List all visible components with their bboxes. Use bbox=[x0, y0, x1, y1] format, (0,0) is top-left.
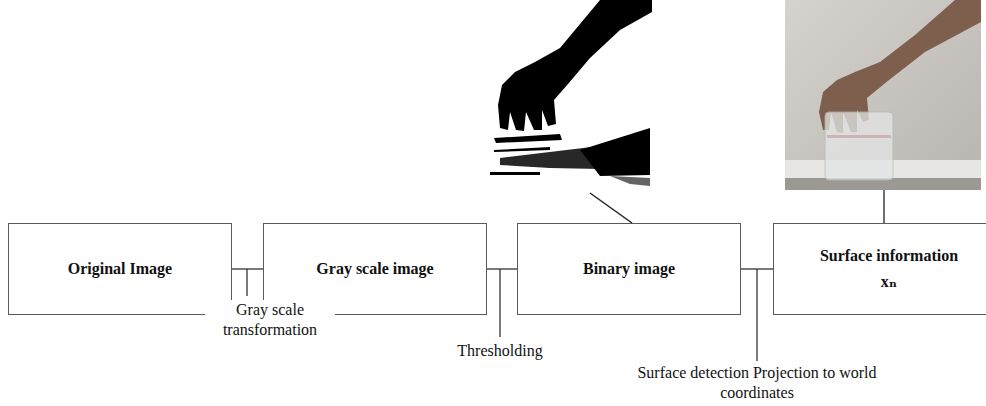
connector-line bbox=[741, 268, 773, 269]
process-box: Surface informationxₙ bbox=[773, 223, 986, 315]
box-text: Original Image bbox=[68, 256, 172, 282]
leader-tick bbox=[499, 269, 500, 337]
box-text: Surface information bbox=[820, 243, 958, 269]
box-text: Binary image bbox=[583, 256, 675, 282]
step-label: Gray scale transformation bbox=[205, 300, 335, 340]
leader-tick bbox=[756, 269, 757, 361]
box-text: Gray scale image bbox=[316, 256, 433, 282]
process-box: Binary image bbox=[517, 223, 741, 315]
binary-image-illustration bbox=[490, 0, 652, 192]
step-label: Thresholding bbox=[435, 341, 565, 361]
leader-tick bbox=[246, 269, 247, 296]
image-leader bbox=[590, 193, 632, 223]
connector-line bbox=[232, 268, 263, 269]
connector-line bbox=[487, 268, 517, 269]
photo-illustration bbox=[785, 0, 981, 190]
box-text: xₙ bbox=[881, 269, 897, 295]
step-label: Surface detection Projection to world co… bbox=[632, 363, 882, 403]
image-leader bbox=[883, 190, 884, 223]
process-box: Original Image bbox=[8, 223, 232, 315]
